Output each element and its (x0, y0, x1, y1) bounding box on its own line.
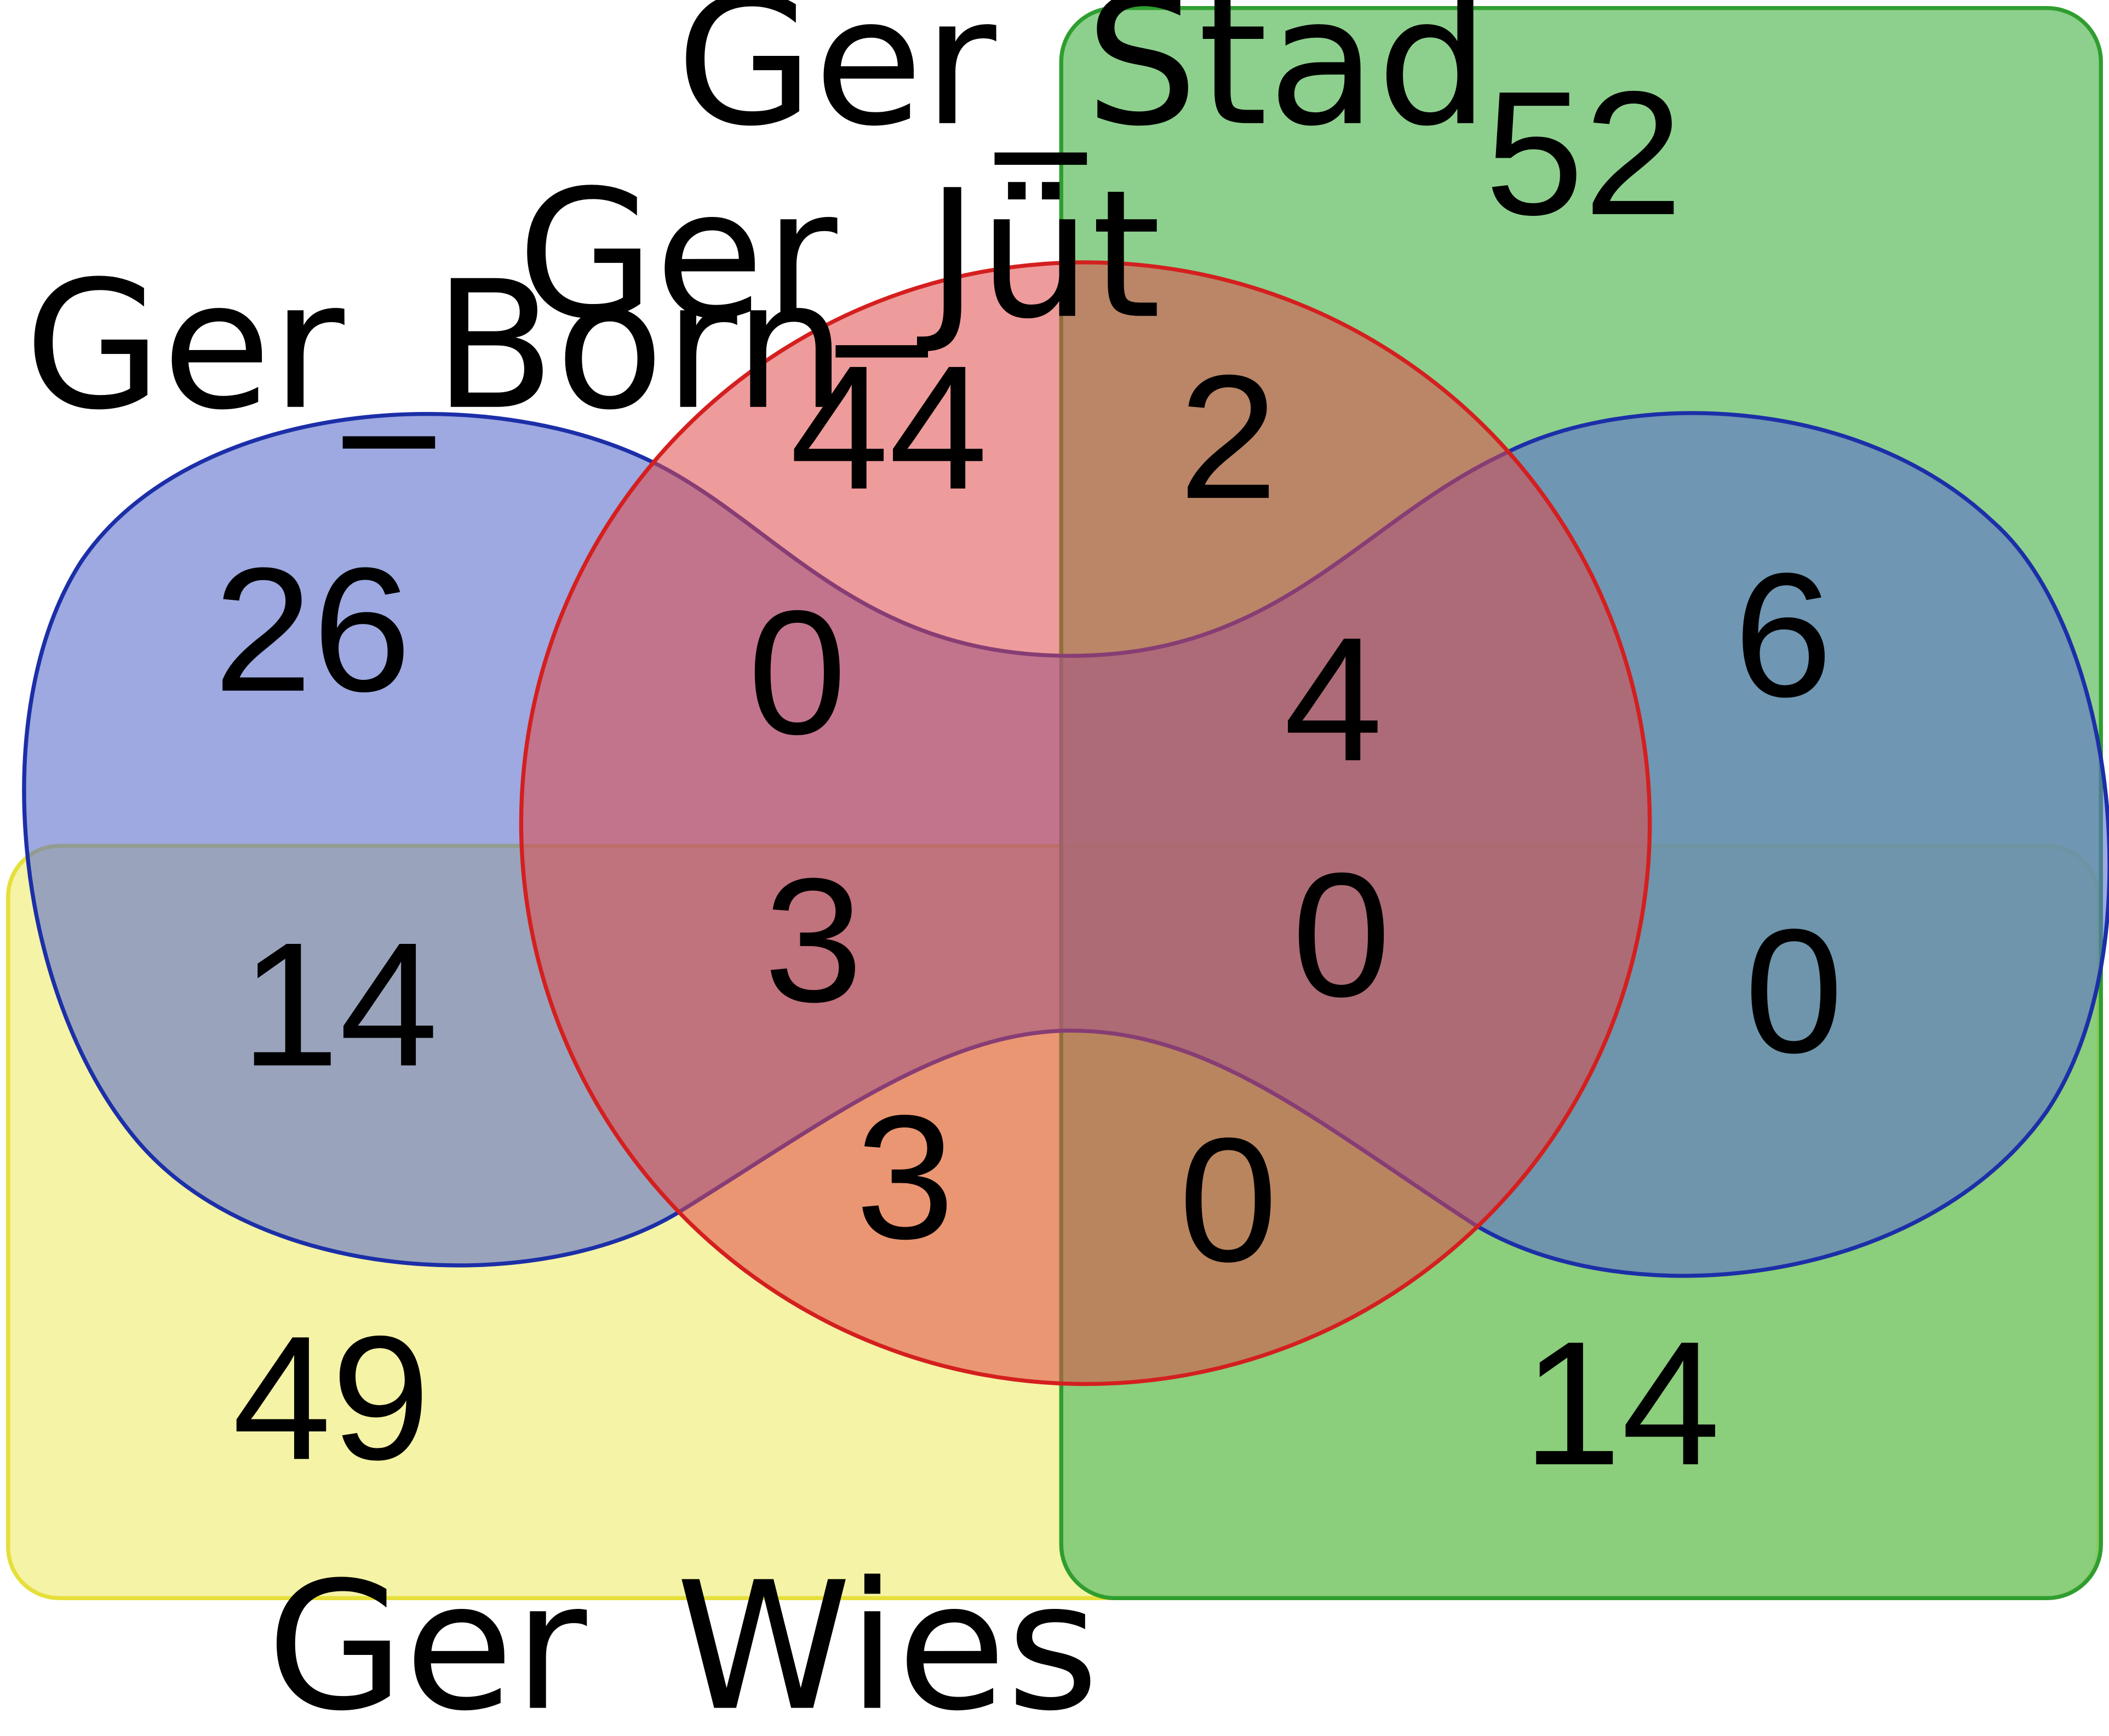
count-stad-wies: 14 (1523, 1304, 1721, 1502)
count-wies-only: 49 (232, 1299, 430, 1497)
count-jut-top: 44 (790, 329, 988, 526)
count-born-jut: 0 (748, 574, 846, 771)
count-center-lower-right: 0 (1292, 836, 1390, 1034)
count-stad-born-wies: 0 (1744, 892, 1843, 1090)
count-center-upper-right: 4 (1284, 600, 1383, 798)
label-ger-jut: Ger_Jüt (517, 153, 1161, 360)
count-jut-stad-top: 2 (1179, 338, 1277, 536)
label-ger-wies: Ger_Wies (267, 1545, 1099, 1736)
count-jut-wies-bottom: 3 (856, 1078, 954, 1276)
count-stad-born: 6 (1734, 536, 1832, 734)
count-born-only: 26 (214, 531, 411, 729)
count-born-jut-wies: 3 (764, 841, 863, 1039)
label-ger-born: Ger_Born (24, 244, 846, 451)
count-born-wies: 14 (240, 906, 438, 1103)
count-jut-stad-wies-bottom: 0 (1179, 1101, 1277, 1299)
count-stad-only: 52 (1485, 54, 1683, 252)
set-jut-shape (519, 260, 1652, 1386)
label-ger-stad: Ger_Stad (676, 0, 1489, 167)
